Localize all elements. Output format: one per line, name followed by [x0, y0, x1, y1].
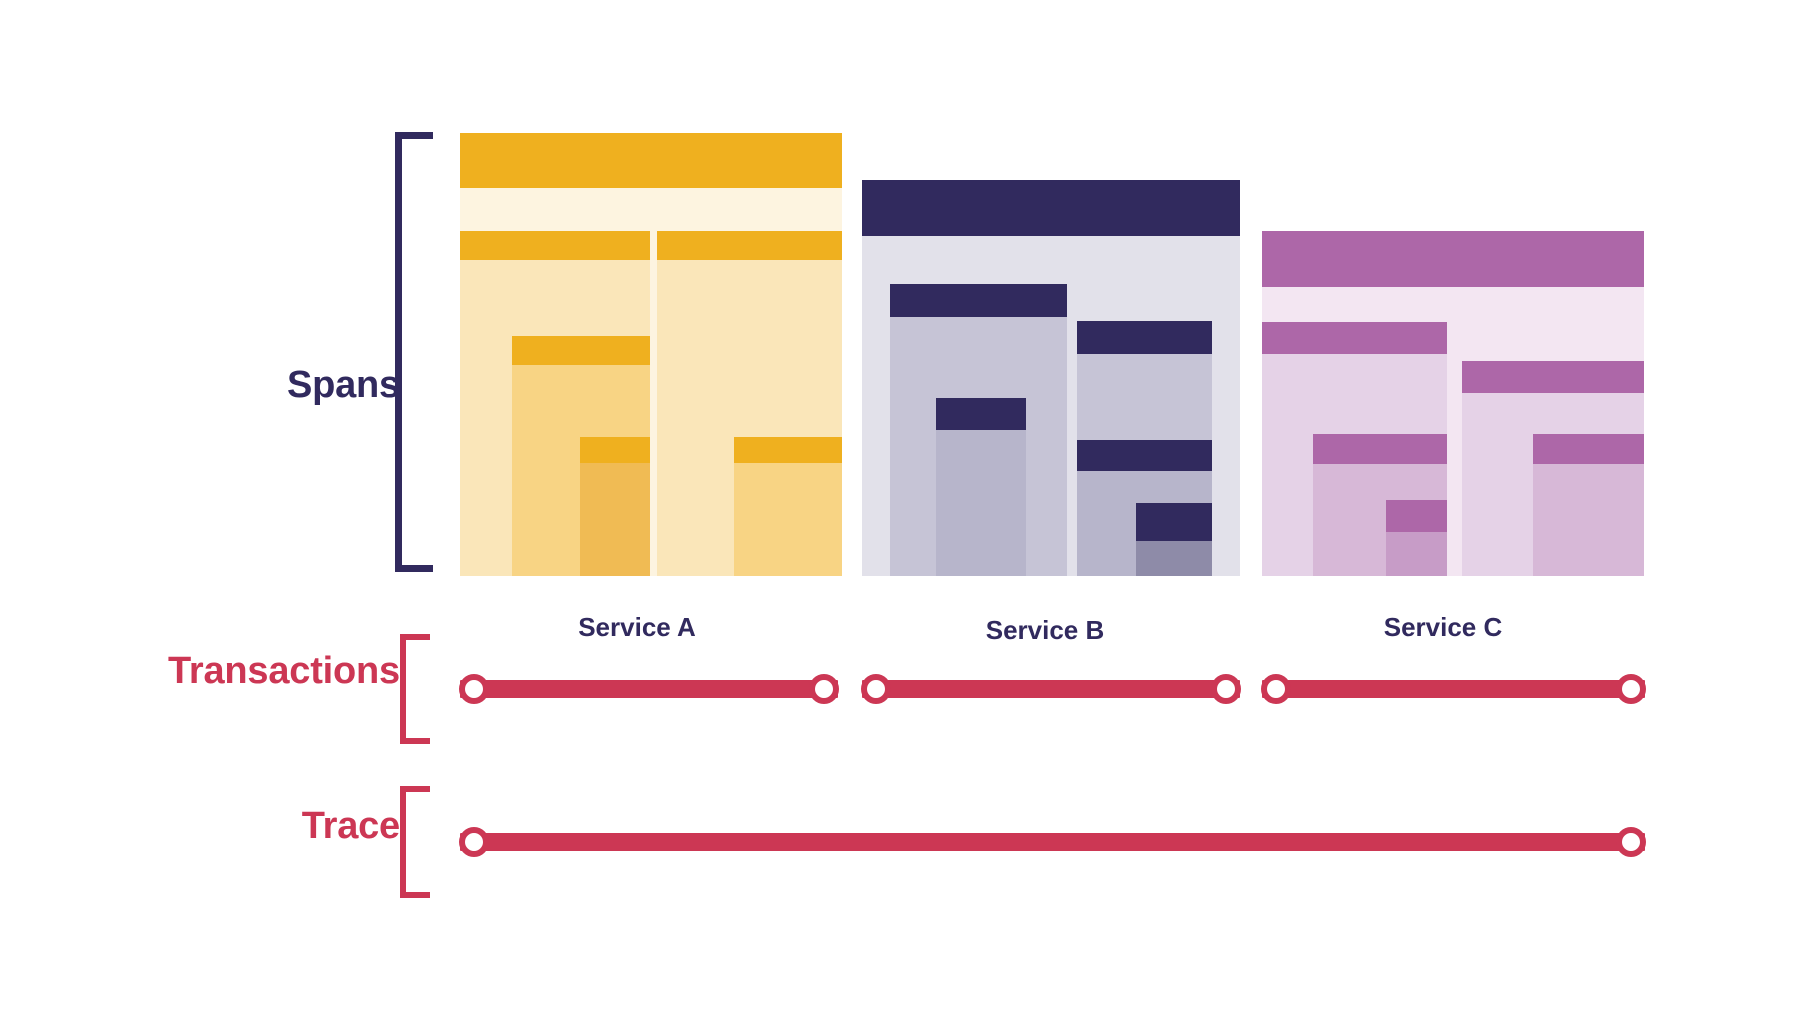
span-bar-header	[936, 398, 1026, 430]
trace-node	[1616, 827, 1646, 857]
transaction-line	[1262, 680, 1645, 698]
span-bar-header	[1262, 231, 1644, 281]
span-bar-header	[1313, 434, 1447, 464]
span-bar-header	[1386, 500, 1447, 532]
span-bar-header	[1533, 434, 1644, 464]
trace-bracket	[400, 786, 430, 898]
service-caption-b: Service B	[985, 615, 1105, 645]
span-bar-header	[460, 231, 650, 260]
span-bar-header	[1262, 322, 1447, 354]
span-bar-header	[1077, 321, 1212, 354]
span-bar-header	[1136, 503, 1212, 541]
transaction-node	[1616, 674, 1646, 704]
transaction-node	[459, 674, 489, 704]
span-bar-header	[460, 133, 842, 179]
transaction-node	[1261, 674, 1291, 704]
service-caption-c: Service C	[1383, 612, 1503, 642]
trace-row-label: Trace	[301, 805, 401, 847]
transaction-line	[460, 680, 838, 698]
span-bar-header	[862, 180, 1240, 230]
span-bar-header	[734, 437, 842, 463]
service-caption-a: Service A	[578, 612, 696, 642]
span-bar-header	[1077, 440, 1212, 471]
transaction-node	[861, 674, 891, 704]
span-bar-header	[580, 437, 650, 463]
transaction-line	[862, 680, 1240, 698]
transactions-row-label: Transactions	[167, 650, 400, 692]
trace-node	[459, 827, 489, 857]
spans-area	[460, 133, 1644, 576]
span-bar-header	[512, 336, 650, 365]
spans-bracket	[395, 132, 433, 572]
transaction-node	[1211, 674, 1241, 704]
span-bar-header	[1462, 361, 1644, 393]
spans-row-label: Spans	[286, 364, 400, 406]
trace-line	[460, 833, 1645, 851]
span-bar-header	[890, 284, 1067, 317]
span-bar-header	[657, 231, 842, 260]
transactions-bracket	[400, 634, 430, 744]
transaction-node	[809, 674, 839, 704]
